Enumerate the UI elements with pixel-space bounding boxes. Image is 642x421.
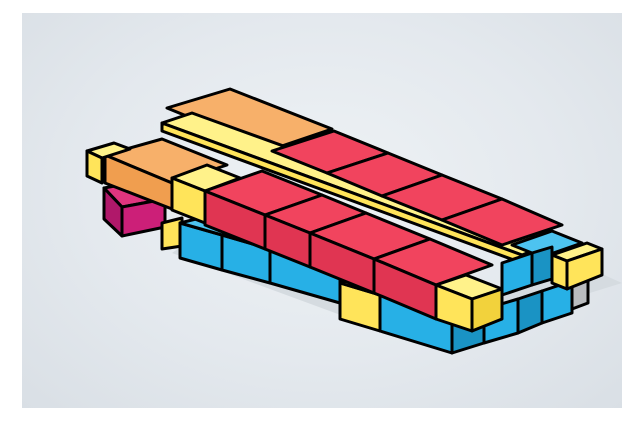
yellow-cap-left-front: [85, 149, 104, 185]
yellow-block-far-right-front: [550, 253, 569, 291]
red-block-back-4: [440, 197, 564, 247]
blue-front-right-2: [530, 245, 554, 287]
yellow-block-far-right-side: [565, 247, 604, 291]
top-layer: [85, 87, 604, 333]
isometric-block-diagram: [85, 87, 622, 355]
yellow-block-right-side: [470, 287, 504, 333]
blue-box-6-front: [516, 289, 544, 335]
drawing-canvas: [22, 13, 622, 408]
